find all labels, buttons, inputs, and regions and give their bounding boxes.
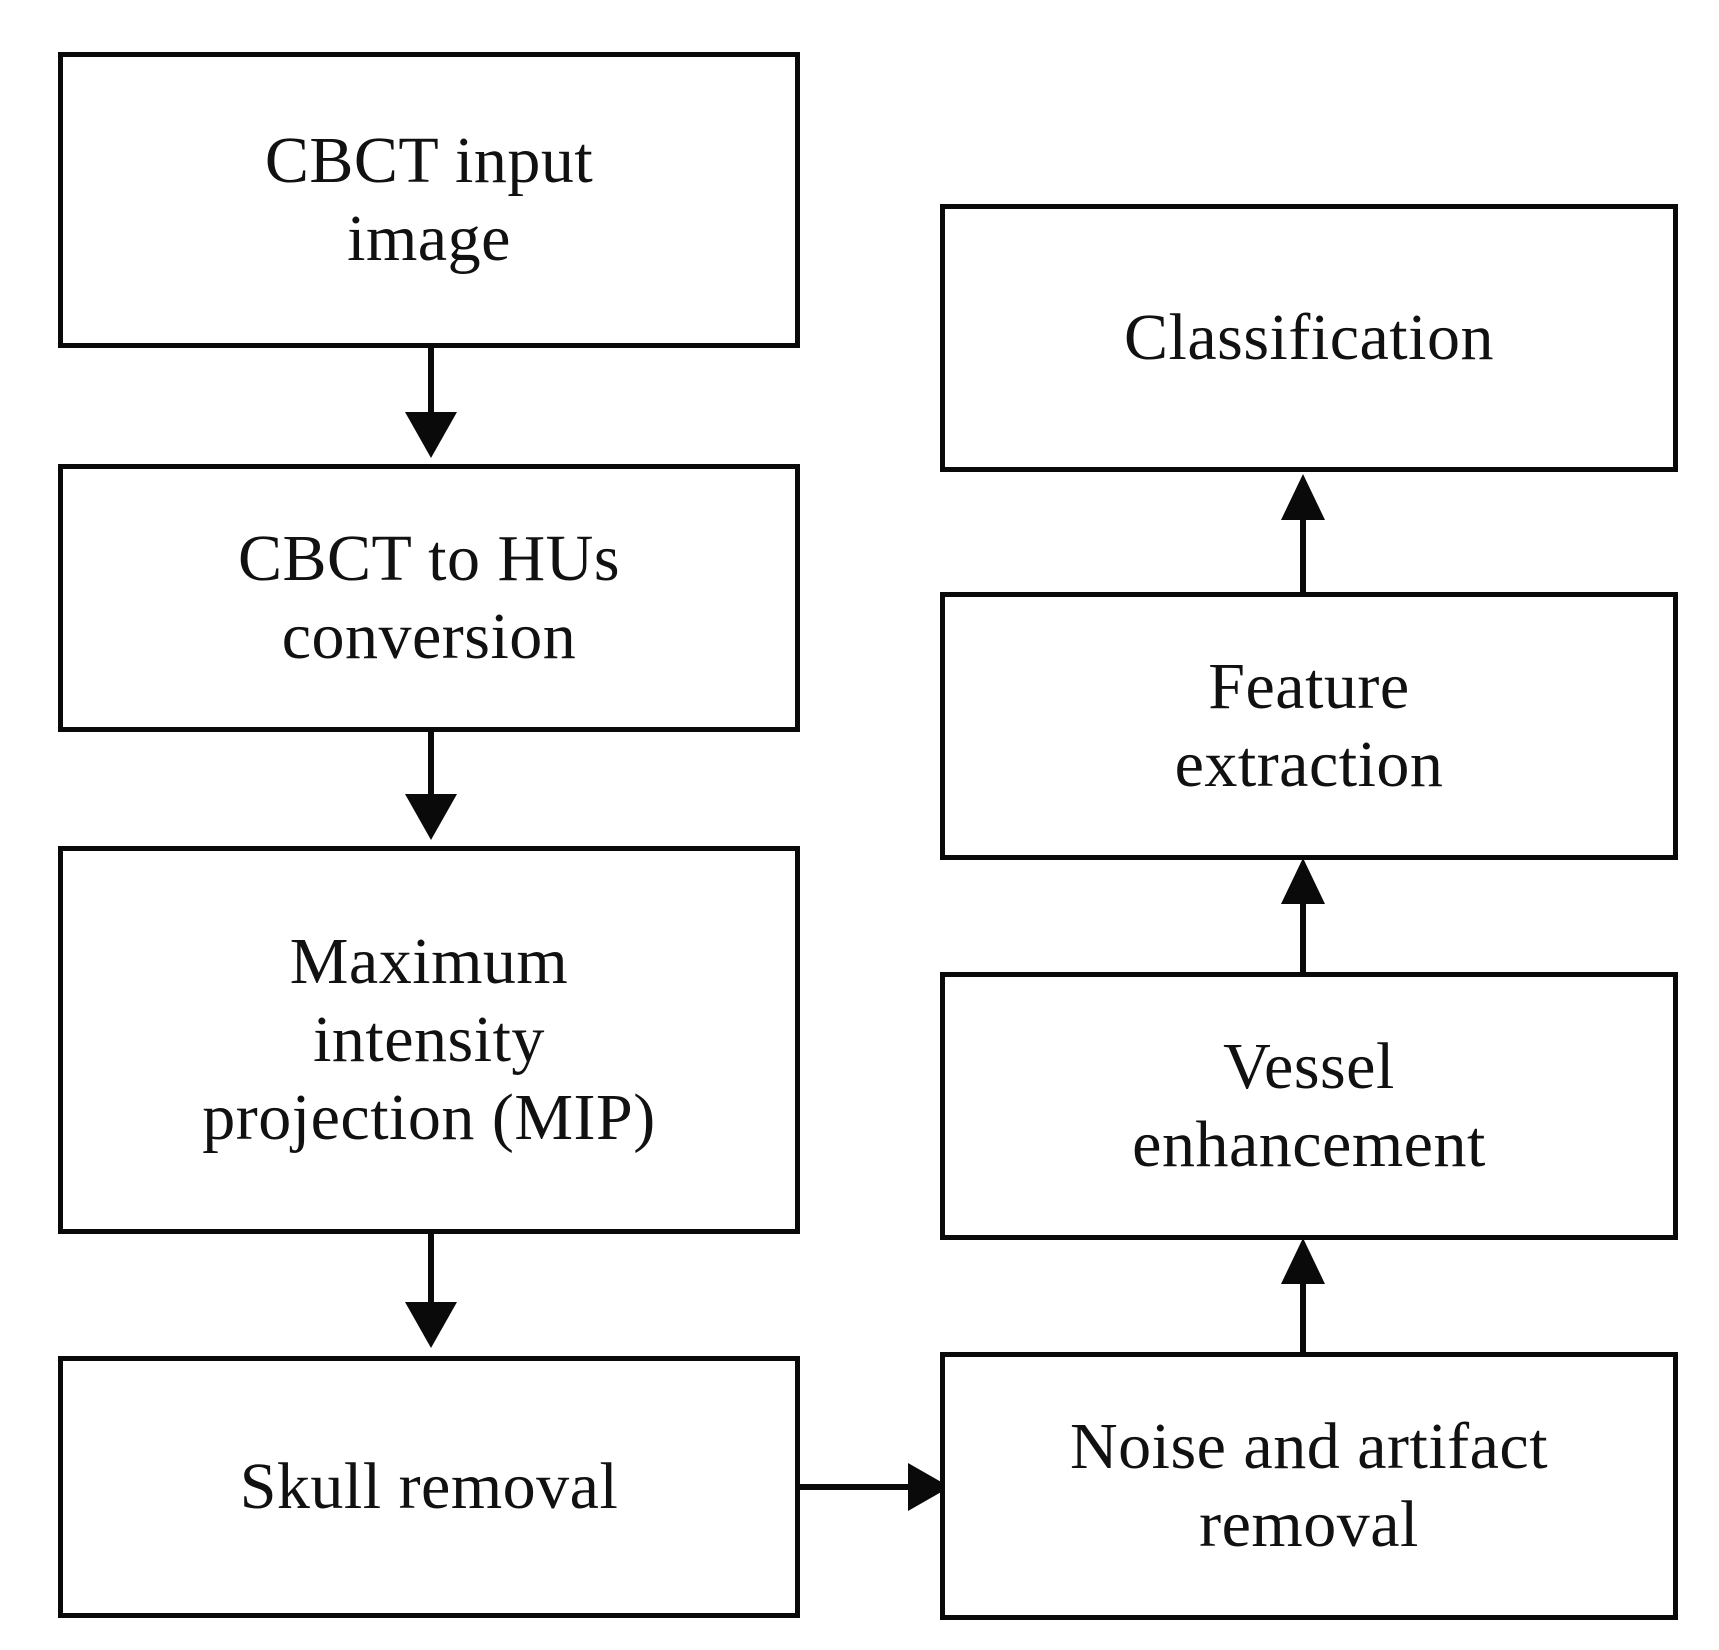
- node-feature-extraction-label: Feature extraction: [1174, 650, 1444, 801]
- node-cbct-to-hus-conversion: CBCT to HUs conversion: [58, 464, 800, 732]
- edge-mip-to-skull-line: [428, 1234, 434, 1312]
- edge-feature-to-classification-arrowhead: [1281, 474, 1325, 520]
- node-noise-and-artifact-removal: Noise and artifact removal: [940, 1352, 1678, 1620]
- edge-feature-to-classification-line: [1300, 506, 1306, 594]
- node-noise-and-artifact-removal-label: Noise and artifact removal: [1069, 1410, 1549, 1561]
- edge-noise-to-vessel-line: [1300, 1270, 1306, 1354]
- node-cbct-input-image: CBCT input image: [58, 52, 800, 348]
- node-cbct-to-hus-conversion-label: CBCT to HUs conversion: [237, 522, 621, 673]
- edge-input-to-conversion-line: [428, 348, 434, 423]
- edge-input-to-conversion-arrowhead: [405, 412, 457, 458]
- edge-vessel-to-feature-line: [1300, 890, 1306, 974]
- node-vessel-enhancement-label: Vessel enhancement: [1132, 1030, 1486, 1181]
- node-feature-extraction: Feature extraction: [940, 592, 1678, 860]
- node-cbct-input-image-label: CBCT input image: [264, 124, 594, 275]
- edge-conversion-to-mip-arrowhead: [405, 794, 457, 840]
- node-vessel-enhancement: Vessel enhancement: [940, 972, 1678, 1240]
- node-maximum-intensity-projection-label: Maximum intensity projection (MIP): [202, 925, 656, 1154]
- edge-noise-to-vessel-arrowhead: [1281, 1238, 1325, 1284]
- node-maximum-intensity-projection: Maximum intensity projection (MIP): [58, 846, 800, 1234]
- node-skull-removal-label: Skull removal: [239, 1450, 619, 1524]
- node-classification-label: Classification: [1124, 301, 1494, 375]
- edge-conversion-to-mip-line: [428, 732, 434, 805]
- edge-mip-to-skull-arrowhead: [405, 1302, 457, 1348]
- edge-skull-to-noise-line: [800, 1484, 918, 1490]
- node-classification: Classification: [940, 204, 1678, 472]
- edge-vessel-to-feature-arrowhead: [1281, 858, 1325, 904]
- node-skull-removal: Skull removal: [58, 1356, 800, 1618]
